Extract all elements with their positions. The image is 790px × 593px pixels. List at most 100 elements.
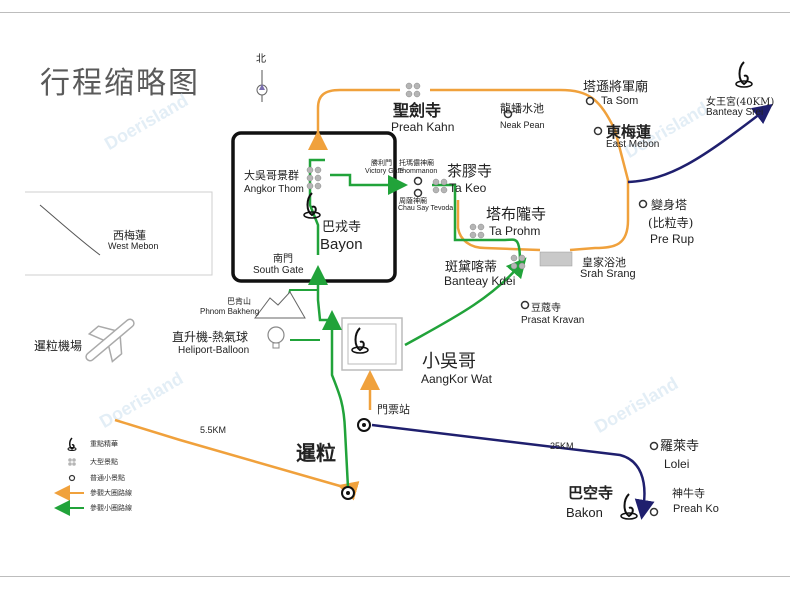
small-site-icon [649, 441, 659, 451]
heliport-en: Heliport-Balloon [178, 345, 250, 356]
ta-som-en: Ta Som [601, 95, 639, 107]
thommanon-zh: 托瑪儂神廟 [399, 159, 434, 167]
heliport-zh: 直升機-熱氣球 [172, 330, 249, 344]
ta-prohm-zh: 塔布隴寺 [486, 205, 547, 223]
west-mebon-zh: 西梅蓮 [113, 229, 146, 242]
angkor-wat-moat [341, 317, 403, 371]
green-route-victory [330, 173, 408, 195]
distance-west: 5.5KM [200, 425, 227, 435]
legend-item: 參觀大圈路線 [90, 486, 132, 500]
bayon-en: Bayon [320, 236, 363, 253]
pre-rup-zh2: (比粒寺) [648, 216, 694, 230]
west-baray-road [39, 204, 101, 256]
east-mebon-en: East Mebon [606, 139, 660, 150]
phnom-bakheng-zh: 巴肯山 [227, 297, 251, 306]
green-route-inside [308, 158, 325, 255]
angkor-wat-zh: 小吳哥 [422, 351, 476, 372]
prasat-kravan-en: Prasat Kravan [521, 315, 585, 326]
ta-keo-zh: 茶膠寺 [447, 162, 493, 180]
angkor-thom-en: Angkor Thom [244, 184, 304, 195]
banteay-kdei-en: Banteay Kdei [444, 274, 516, 288]
south-gate-zh: 南門 [273, 254, 293, 265]
bakon-en: Bakon [566, 505, 603, 520]
siem-reap-zh: 暹粒 [296, 441, 336, 465]
legend-symbols [54, 437, 84, 516]
ta-prohm-en: Ta Prohm [489, 224, 541, 238]
small-site-icon [585, 96, 595, 106]
srah-srang-en: Srah Srang [580, 268, 636, 280]
banteay-kdei-zh: 斑黛喀蒂 [445, 260, 498, 275]
west-baray-frame [25, 191, 213, 276]
small-site-icon [520, 300, 530, 310]
orange-route-north [308, 88, 400, 150]
orange-route-return [456, 200, 541, 252]
bottom-rule [0, 576, 790, 577]
top-rule [0, 12, 790, 13]
balloon-icon [267, 326, 285, 349]
victory-gate-zh: 勝利門 [371, 159, 392, 167]
neak-pean-zh: 龍蟠水池 [500, 102, 544, 115]
legend-item: 參觀小圈路線 [90, 501, 132, 515]
major-landmark-icon [735, 61, 753, 88]
large-site-icon [405, 82, 421, 98]
pool-icon [539, 251, 573, 267]
orange-route-west [114, 418, 360, 501]
east-mebon-zh: 東梅蓮 [606, 123, 652, 141]
west-mebon-en: West Mebon [108, 241, 159, 251]
thommanon-en: Thommanon [398, 168, 438, 175]
siem-reap-icon [341, 486, 355, 500]
chau-say-zh: 周薩神廟 [399, 197, 427, 205]
preah-kahn-en: Preah Kahn [391, 120, 455, 134]
bayon-zh: 巴戎寺 [322, 220, 362, 235]
angkor-wat-inner [347, 323, 397, 365]
major-landmark-icon [620, 493, 638, 520]
major-landmark-icon [303, 192, 321, 219]
ta-som-zh: 塔遜將軍廟 [583, 80, 649, 95]
prasat-kravan-zh: 豆蔻寺 [531, 303, 561, 314]
large-site-icon [432, 178, 448, 194]
legend-label: 參觀小圈路線 [90, 504, 132, 512]
chau-say-en: Chau Say Tevoda [398, 205, 454, 212]
green-route-east [432, 183, 522, 263]
angkor-thom-zh: 大吳哥景群 [244, 169, 299, 182]
preah-ko-en: Preah Ko [673, 503, 719, 515]
ta-keo-en: Ta Keo [449, 181, 487, 195]
pre-rup-zh: 變身塔 [651, 198, 688, 212]
phnom-bakheng-en: Phnom Bakheng [200, 307, 260, 316]
green-route-south-gate [308, 265, 332, 322]
srah-srang-zh: 皇家浴池 [582, 256, 626, 269]
preah-kahn-zh: 聖劍寺 [393, 101, 442, 120]
small-site-icon [638, 199, 648, 209]
green-route-kravan [404, 257, 527, 347]
navy-route-banteay-srei [627, 103, 773, 184]
pre-rup-en: Pre Rup [650, 232, 695, 246]
north-label: 北 [256, 54, 266, 65]
bakon-zh: 巴空寺 [568, 484, 614, 502]
legend-label: 普通小景點 [90, 474, 125, 482]
preah-ko-zh: 神牛寺 [672, 487, 705, 500]
large-site-icon [306, 166, 322, 190]
airplane-icon [85, 318, 135, 363]
lolei-zh: 羅萊寺 [660, 439, 700, 454]
banteay-srei-en: Banteay Srei [706, 107, 764, 118]
angkor-wat-en: AangKor Wat [421, 372, 492, 386]
green-route-main [322, 310, 350, 489]
distance-east: 25KM [550, 441, 574, 451]
airport-zh: 暹粒機場 [34, 339, 83, 353]
legend-label: 大型景點 [90, 458, 118, 466]
legend-label: 重點精華 [90, 440, 118, 448]
small-site-icon [593, 126, 603, 136]
small-site-icon [413, 176, 423, 186]
north-compass-icon [256, 70, 268, 102]
legend-item: 重點精華 [90, 437, 118, 451]
large-site-icon [469, 223, 485, 239]
major-landmark-icon [351, 327, 369, 354]
navy-route-roluos [371, 423, 655, 520]
ticket-station-zh: 門票站 [377, 403, 410, 416]
banteay-srei-zh: 女王宮(40KM) [706, 97, 775, 108]
small-site-icon [413, 188, 423, 198]
small-site-icon [649, 507, 659, 517]
neak-pean-en: Neak Pean [500, 120, 545, 130]
